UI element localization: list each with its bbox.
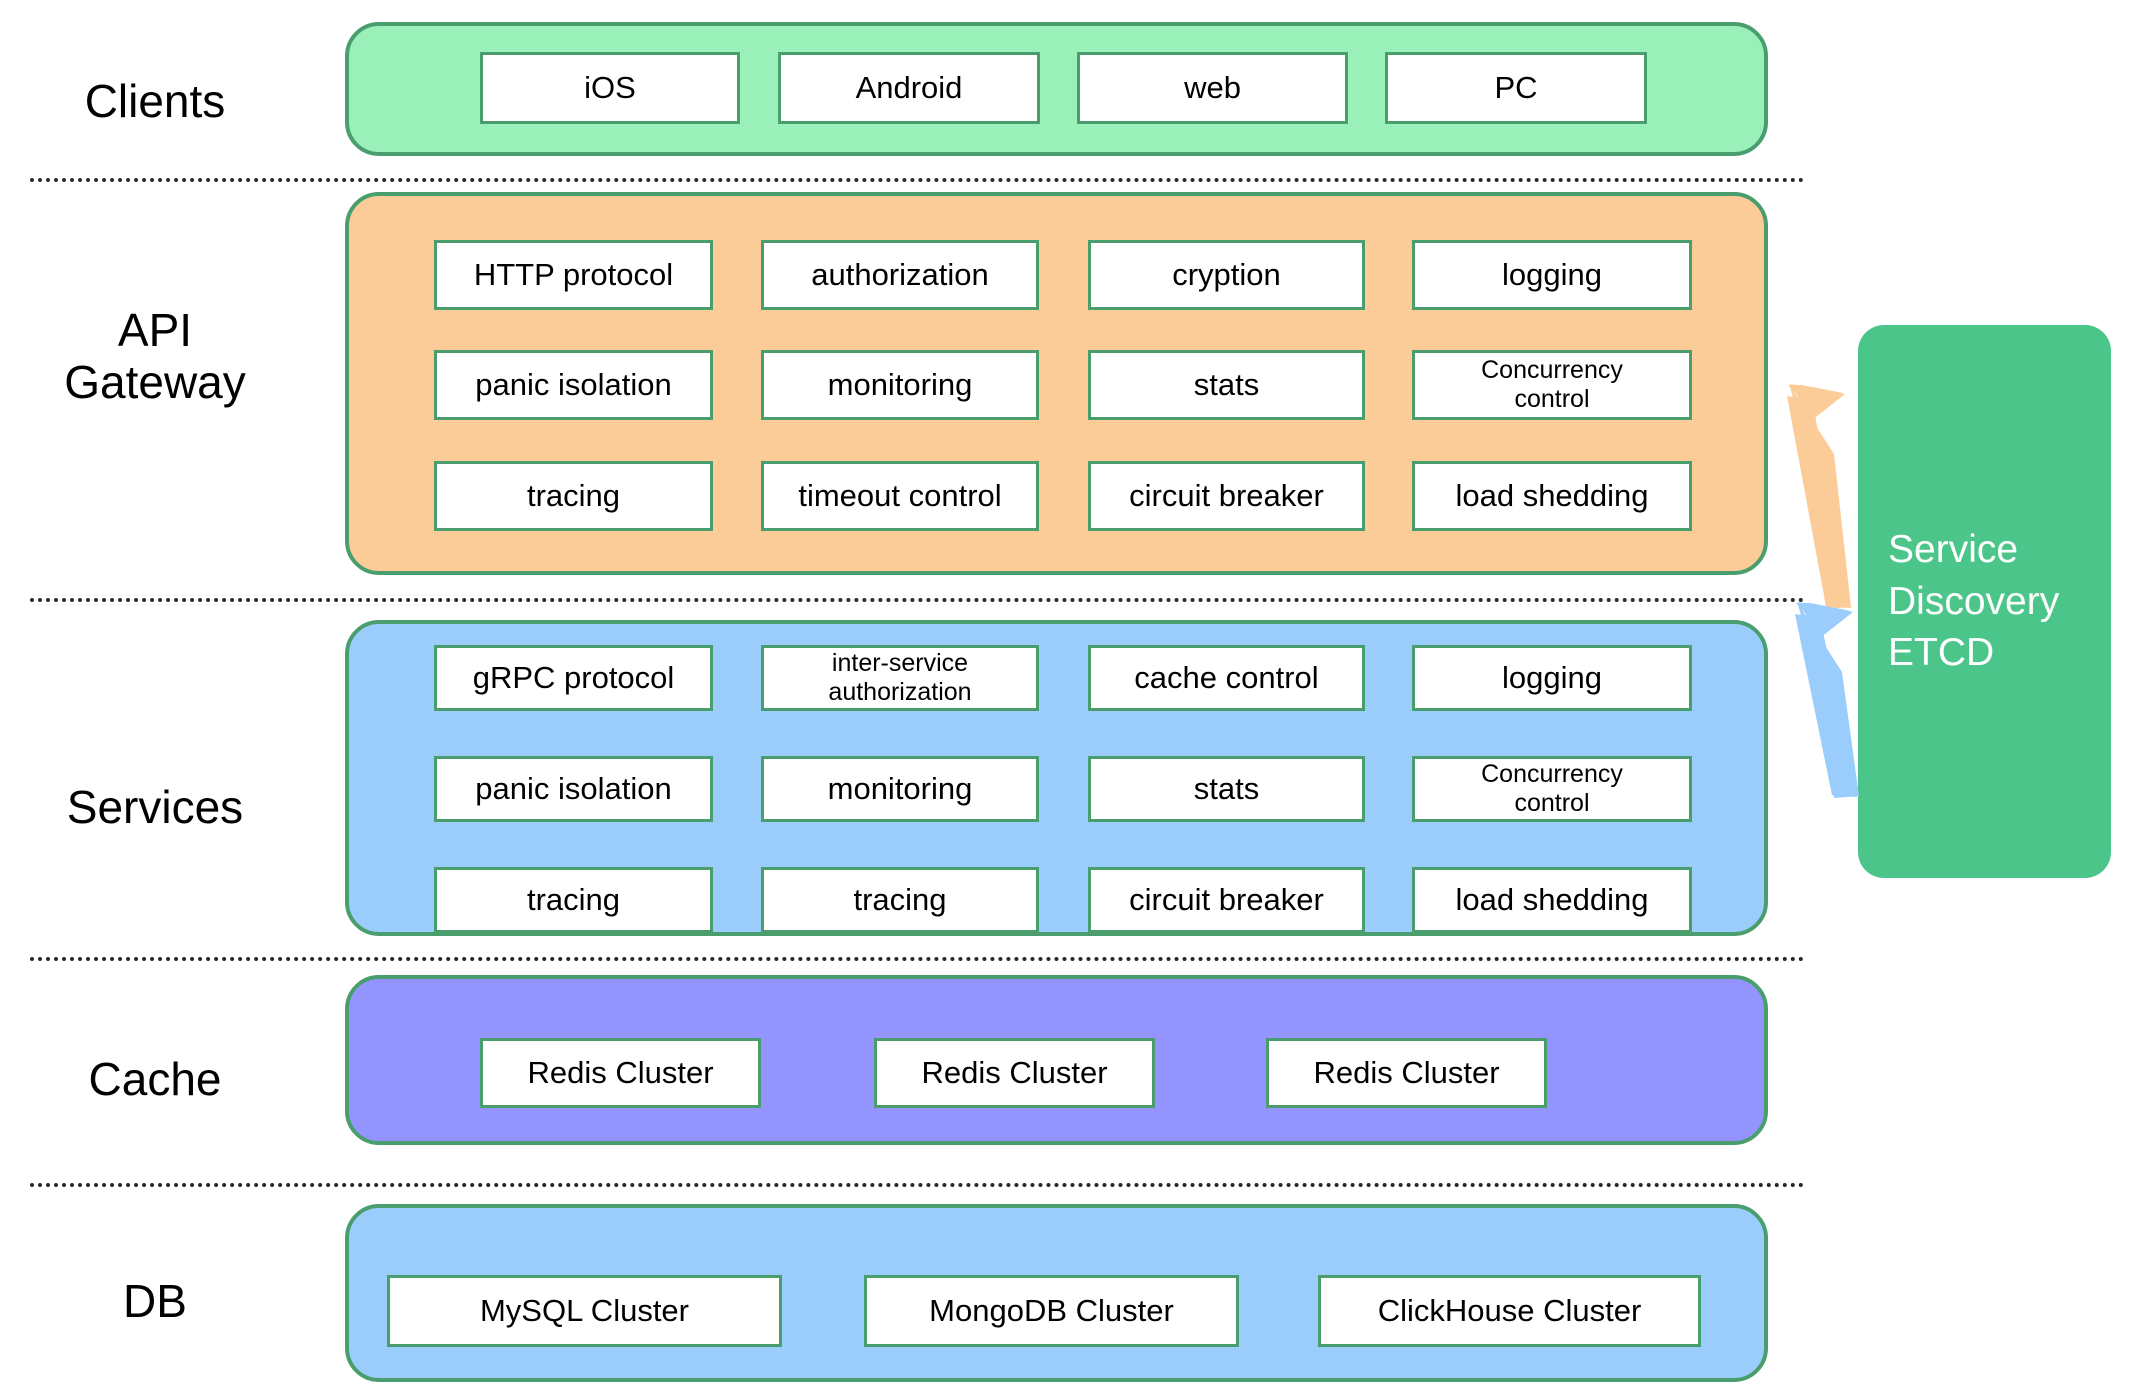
cell-ios[interactable]: iOS [480,52,740,124]
cell-pc[interactable]: PC [1385,52,1647,124]
cell-load-shedding-gateway[interactable]: load shedding [1412,461,1692,531]
cell-circuit-breaker-services[interactable]: circuit breaker [1088,867,1365,933]
cell-web[interactable]: web [1077,52,1348,124]
cell-redis-cluster-3[interactable]: Redis Cluster [1266,1038,1547,1108]
cell-authorization[interactable]: authorization [761,240,1039,310]
cell-panic-isolation-gateway[interactable]: panic isolation [434,350,713,420]
row-label-api-gateway: API Gateway [64,304,246,408]
cell-stats-services[interactable]: stats [1088,756,1365,822]
row-label-clients: Clients [84,75,226,127]
cell-mysql-cluster[interactable]: MySQL Cluster [387,1275,782,1347]
service-discovery-panel[interactable]: Service Discovery ETCD [1858,325,2111,878]
cell-cache-control[interactable]: cache control [1088,645,1365,711]
cell-panic-isolation-services[interactable]: panic isolation [434,756,713,822]
cell-tracing-services-1[interactable]: tracing [434,867,713,933]
arrow-services-discovery [1795,602,1859,798]
separator-gateway-services [30,598,1805,602]
row-label-db: DB [123,1275,187,1327]
cell-concurrency-control-gateway[interactable]: Concurrency control [1412,350,1692,420]
cell-clickhouse-cluster[interactable]: ClickHouse Cluster [1318,1275,1701,1347]
cell-concurrency-control-services[interactable]: Concurrency control [1412,756,1692,822]
cell-inter-service-authorization[interactable]: inter-service authorization [761,645,1039,711]
cell-circuit-breaker-gateway[interactable]: circuit breaker [1088,461,1365,531]
separator-clients-gateway [30,178,1805,182]
row-label-services: Services [66,781,244,833]
cell-logging-gateway[interactable]: logging [1412,240,1692,310]
cell-mongodb-cluster[interactable]: MongoDB Cluster [864,1275,1239,1347]
arrow-gateway-discovery [1787,384,1851,609]
cell-tracing-gateway[interactable]: tracing [434,461,713,531]
cell-redis-cluster-2[interactable]: Redis Cluster [874,1038,1155,1108]
cell-stats-gateway[interactable]: stats [1088,350,1365,420]
cell-http-protocol[interactable]: HTTP protocol [434,240,713,310]
separator-cache-db [30,1183,1805,1187]
cell-monitoring-services[interactable]: monitoring [761,756,1039,822]
separator-services-cache [30,957,1805,961]
cell-load-shedding-services[interactable]: load shedding [1412,867,1692,933]
cell-tracing-services-2[interactable]: tracing [761,867,1039,933]
cell-android[interactable]: Android [778,52,1040,124]
cell-monitoring-gateway[interactable]: monitoring [761,350,1039,420]
cell-logging-services[interactable]: logging [1412,645,1692,711]
cell-grpc-protocol[interactable]: gRPC protocol [434,645,713,711]
cell-cryption[interactable]: cryption [1088,240,1365,310]
cell-redis-cluster-1[interactable]: Redis Cluster [480,1038,761,1108]
row-label-cache: Cache [88,1053,222,1105]
cell-timeout-control[interactable]: timeout control [761,461,1039,531]
